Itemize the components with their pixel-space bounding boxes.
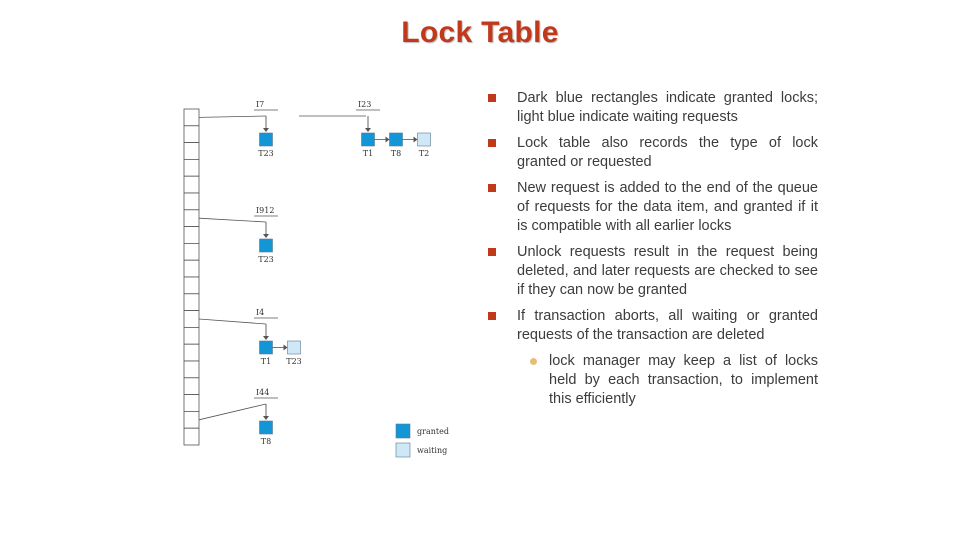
hash-table-slot	[183, 427, 200, 446]
arrowhead-icon	[385, 136, 390, 143]
hash-table-slot	[183, 142, 200, 160]
sub-bullet-item: lock manager may keep a list of locks he…	[517, 352, 818, 409]
bullet-text: Dark blue rectangles indicate granted lo…	[517, 90, 818, 125]
square-bullet-icon	[488, 139, 496, 147]
hash-table-slot	[183, 410, 200, 429]
bullet-item: Dark blue rectangles indicate granted lo…	[488, 89, 818, 127]
hash-table-slot	[183, 377, 200, 395]
hash-table-slot	[183, 209, 200, 228]
arrowhead-icon	[283, 344, 288, 351]
transaction-label: T1	[363, 149, 373, 158]
hash-table-slot	[183, 360, 200, 379]
bullet-item: New request is added to the end of the q…	[488, 179, 818, 236]
legend-swatch-granted	[395, 423, 411, 439]
arrowhead-icon	[263, 336, 269, 340]
chain-link	[198, 403, 267, 421]
transaction-label: T8	[391, 149, 401, 158]
round-bullet-icon	[530, 358, 537, 365]
lock-request-granted	[259, 420, 273, 435]
hash-table-slot	[183, 108, 200, 127]
hash-table-slot	[183, 242, 200, 261]
square-bullet-icon	[488, 94, 496, 102]
hash-table-slot	[183, 158, 200, 177]
hash-table-slot	[183, 326, 200, 345]
hash-table-slot	[183, 310, 200, 328]
lock-request-granted	[361, 132, 375, 147]
data-item-label: I44	[256, 388, 269, 397]
square-bullet-icon	[488, 248, 496, 256]
data-item-label: I912	[256, 206, 274, 215]
arrowhead-icon	[413, 136, 418, 143]
legend-label: waiting	[417, 446, 447, 455]
bullet-item: If transaction aborts, all waiting or gr…	[488, 307, 818, 409]
chain-link	[198, 115, 267, 118]
arrowhead-icon	[365, 128, 371, 132]
bullet-text: Lock table also records the type of lock…	[517, 135, 818, 170]
hash-table-slot	[183, 226, 200, 244]
data-item-label: I7	[256, 100, 264, 109]
lock-request-granted	[389, 132, 403, 147]
hash-table-slot	[183, 175, 200, 194]
bullet-text: Unlock requests result in the request be…	[517, 244, 818, 298]
arrowhead-icon	[263, 234, 269, 238]
slide-title: Lock Table	[401, 16, 559, 49]
transaction-label: T23	[286, 357, 302, 366]
lock-request-granted	[259, 132, 273, 147]
transaction-label: T8	[261, 437, 271, 446]
bullet-item: Unlock requests result in the request be…	[488, 243, 818, 300]
lock-request-granted	[259, 238, 273, 253]
sub-bullet-text: lock manager may keep a list of locks he…	[549, 353, 818, 407]
sub-bullet-list: lock manager may keep a list of locks he…	[517, 352, 818, 409]
hash-table-slot	[183, 293, 200, 311]
hash-table-slot	[183, 192, 200, 211]
hash-table-slot	[183, 343, 200, 362]
transaction-label: T1	[261, 357, 271, 366]
transaction-label: T23	[258, 149, 274, 158]
hash-table-slot	[183, 276, 200, 295]
arrowhead-icon	[263, 128, 269, 132]
chain-link	[198, 318, 267, 325]
square-bullet-icon	[488, 184, 496, 192]
legend-swatch-waiting	[395, 442, 411, 458]
hash-table-slot	[183, 394, 200, 412]
bullet-text: New request is added to the end of the q…	[517, 180, 818, 234]
transaction-label: T23	[258, 255, 274, 264]
hash-table-slot	[183, 125, 200, 144]
data-item-label: I23	[358, 100, 371, 109]
square-bullet-icon	[488, 312, 496, 320]
data-item-label: I4	[256, 308, 264, 317]
lock-request-waiting	[417, 132, 431, 147]
bullet-list: Dark blue rectangles indicate granted lo…	[488, 89, 818, 416]
arrowhead-icon	[263, 416, 269, 420]
transaction-label: T2	[419, 149, 429, 158]
bullet-text: If transaction aborts, all waiting or gr…	[517, 308, 818, 343]
lock-request-waiting	[287, 340, 301, 355]
lock-request-granted	[259, 340, 273, 355]
hash-table-slot	[183, 259, 200, 278]
bullet-item: Lock table also records the type of lock…	[488, 134, 818, 172]
chain-link	[198, 217, 267, 223]
legend-label: granted	[417, 427, 449, 436]
